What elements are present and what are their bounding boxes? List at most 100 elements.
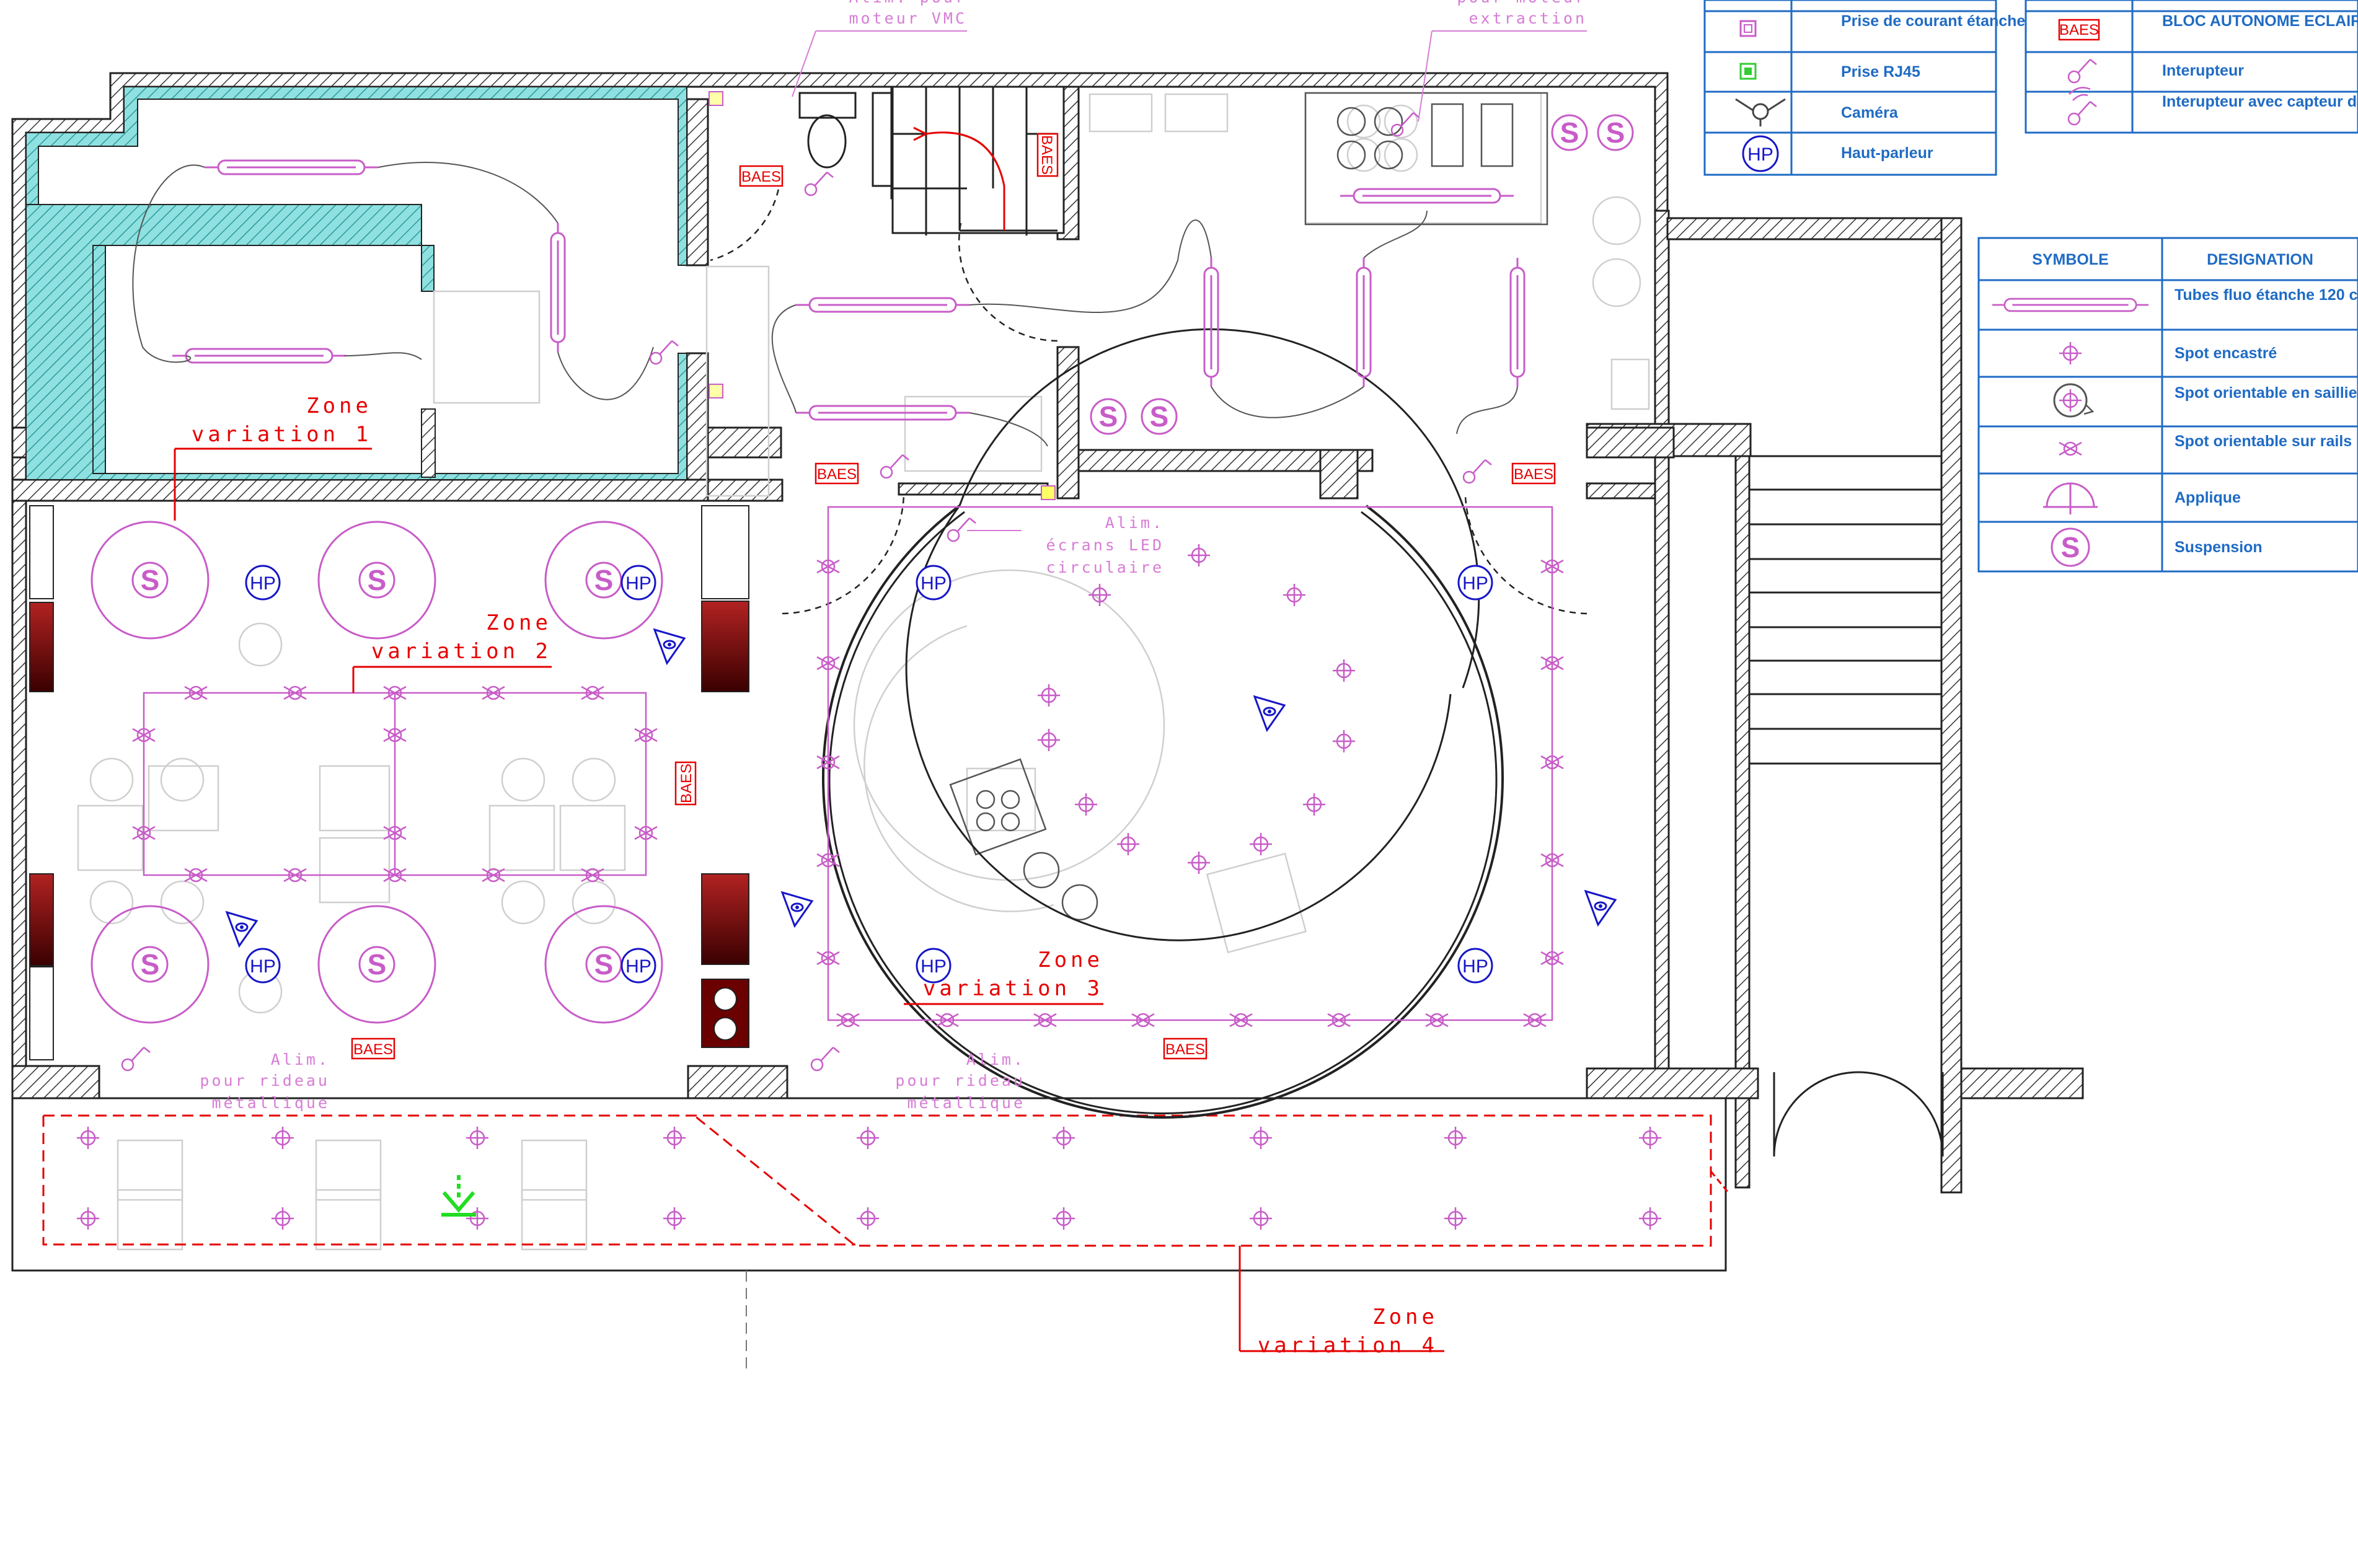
outlets bbox=[709, 91, 1056, 500]
svg-text:HP: HP bbox=[625, 956, 651, 977]
emergency-light-icon: BAES bbox=[2058, 19, 2100, 41]
recessed-spot-icon bbox=[1302, 792, 1327, 817]
recessed-spot-icon bbox=[270, 1125, 295, 1150]
emergency-light-icon: BAES bbox=[351, 1037, 395, 1060]
note-curtain-left-line1: Alim. bbox=[271, 1050, 330, 1068]
svg-text:HP: HP bbox=[921, 956, 947, 977]
recessed-spot-icon bbox=[855, 1206, 880, 1231]
wall-light-icon bbox=[2043, 482, 2098, 514]
svg-text:S: S bbox=[368, 564, 387, 596]
lighting-rails bbox=[143, 506, 1553, 1021]
recessed-spot-icon bbox=[662, 1125, 687, 1150]
recessed-spot-icon bbox=[1074, 792, 1098, 817]
speaker-icon: HP bbox=[1742, 135, 1779, 172]
cameras bbox=[226, 628, 1617, 947]
legend-label-pendant: Suspension bbox=[2175, 539, 2263, 556]
legend-label-outlet: Prise de courant étanche bbox=[1841, 12, 2025, 30]
svg-text:HP: HP bbox=[921, 573, 947, 594]
svg-text:HP: HP bbox=[625, 573, 651, 594]
speakers: HP HP HP HP HP HP HP HP bbox=[245, 565, 1493, 984]
svg-text:BAES: BAES bbox=[1038, 135, 1055, 175]
pendant-icon: S bbox=[1597, 114, 1634, 151]
note-curtain-right-line2: pour rideau bbox=[895, 1072, 1025, 1090]
wiring bbox=[132, 162, 1518, 447]
rail-spot-icon bbox=[2058, 441, 2083, 456]
camera-icon bbox=[781, 891, 813, 927]
legend-label-recessed-spot: Spot encastré bbox=[2175, 345, 2277, 362]
zone-2-title: Zone bbox=[486, 610, 552, 635]
pendant-icon: S bbox=[1141, 398, 1178, 435]
switch-icon bbox=[804, 171, 834, 196]
camera-icon bbox=[1735, 98, 1786, 126]
svg-text:HP: HP bbox=[1462, 573, 1488, 594]
speaker-icon: HP bbox=[245, 565, 281, 601]
zone-4-subtitle: variation 4 bbox=[1258, 1333, 1438, 1358]
camera-icon bbox=[226, 911, 258, 947]
recessed-spot-icon bbox=[1638, 1206, 1663, 1231]
svg-text:S: S bbox=[141, 948, 160, 980]
legend-header-designation: DESIGNATION bbox=[2207, 251, 2313, 268]
pendant-icon: S bbox=[91, 905, 210, 1024]
zone-1-subtitle: variation 1 bbox=[192, 422, 372, 447]
svg-text:S: S bbox=[1606, 117, 1625, 149]
note-curtain-right-line1: Alim. bbox=[966, 1050, 1025, 1068]
switch-icon bbox=[2067, 58, 2098, 84]
switch-icon bbox=[1462, 459, 1493, 484]
note-curtain-right-line3: métallique bbox=[907, 1094, 1025, 1112]
legend-label-tube: Tubes fluo étanche 120 cm bbox=[2175, 286, 2358, 304]
speaker-icon: HP bbox=[245, 948, 281, 984]
recessed-spot-icon bbox=[1331, 729, 1356, 754]
legend-label-switch: Interupteur bbox=[2162, 62, 2244, 79]
zone-4-outline bbox=[42, 1114, 1729, 1370]
recessed-spot-icon bbox=[465, 1206, 490, 1231]
pendant-icon: S bbox=[91, 521, 210, 640]
svg-text:BAES: BAES bbox=[1165, 1041, 1205, 1058]
emergency-light-icon: BAES bbox=[674, 761, 697, 806]
recessed-spot-icon bbox=[1116, 832, 1141, 857]
switches bbox=[121, 112, 1493, 1072]
zone-1-title: Zone bbox=[306, 394, 372, 418]
legend-label-rj45: Prise RJ45 bbox=[1841, 63, 1920, 81]
recessed-spot-icon bbox=[1248, 1206, 1273, 1231]
fluo-tubes bbox=[171, 159, 1526, 421]
zone-3-title: Zone bbox=[1038, 948, 1103, 972]
pendant-icon: S bbox=[544, 521, 663, 640]
recessed-spot-icon bbox=[1186, 850, 1211, 875]
recessed-spot-icon bbox=[465, 1125, 490, 1150]
svg-text:S: S bbox=[594, 564, 614, 596]
svg-text:S: S bbox=[1150, 400, 1169, 433]
fluo-tube-icon bbox=[1991, 297, 2150, 312]
emergency-light-icon: BAES bbox=[1511, 462, 1556, 485]
recessed-spot-icon bbox=[855, 1125, 880, 1150]
pendant-icon: S bbox=[2051, 527, 2090, 567]
switch-sensor-icon bbox=[2067, 87, 2098, 126]
recessed-spot-icon bbox=[1087, 583, 1112, 607]
svg-text:S: S bbox=[2061, 531, 2080, 563]
speaker-icon: HP bbox=[620, 948, 656, 984]
svg-text:BAES: BAES bbox=[741, 169, 781, 185]
svg-text:BAES: BAES bbox=[353, 1041, 393, 1058]
speaker-icon: HP bbox=[1457, 565, 1493, 601]
waterproof-outlet-icon bbox=[1739, 20, 1757, 37]
svg-text:S: S bbox=[368, 948, 387, 980]
svg-text:HP: HP bbox=[250, 956, 276, 977]
speaker-icon: HP bbox=[1457, 948, 1493, 984]
recessed-spot-icon bbox=[662, 1206, 687, 1231]
switch-icon bbox=[810, 1046, 841, 1072]
legend-label-wall-light: Applique bbox=[2175, 489, 2241, 506]
recessed-spots bbox=[76, 543, 1663, 1231]
svg-text:S: S bbox=[594, 948, 614, 980]
legend-label-surface-spot: Spot orientable en saillie bbox=[2175, 384, 2357, 402]
recessed-spot-icon bbox=[76, 1206, 100, 1231]
recessed-spot-icon bbox=[1443, 1125, 1468, 1150]
svg-text:S: S bbox=[1560, 117, 1579, 149]
note-led-line2: écrans LED bbox=[1046, 536, 1164, 554]
walls bbox=[11, 72, 2084, 1272]
emergency-light-icon: BAES bbox=[739, 165, 784, 187]
note-extraction-line1: pour moteur bbox=[1457, 0, 1587, 6]
recessed-spot-icon bbox=[1248, 1125, 1273, 1150]
annotation-notes: Alim. pour moteur VMC pour moteur extrac… bbox=[200, 0, 1587, 1112]
camera-icon bbox=[653, 628, 686, 664]
